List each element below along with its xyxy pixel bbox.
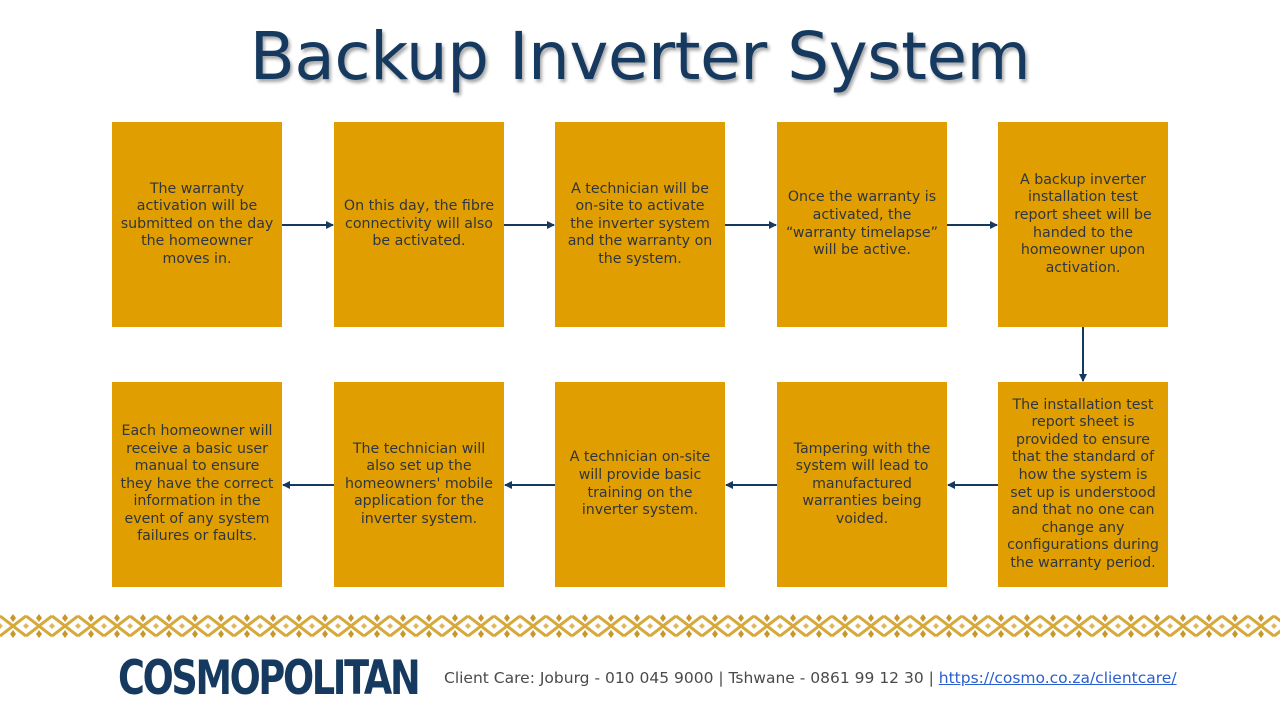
slide-title: Backup Inverter System <box>249 18 1031 95</box>
step-text-8: A technician on-site will provide basic … <box>569 449 711 519</box>
step-box-3: A technician will be on-site to activate… <box>555 122 725 327</box>
step-text-6: The installation test report sheet is pr… <box>1007 396 1159 571</box>
step-box-5: A backup inverter installation test repo… <box>998 122 1168 327</box>
client-care-numbers: Joburg - 010 045 9000 | Tshwane - 0861 9… <box>539 669 934 687</box>
step-box-7: Tampering with the system will lead to m… <box>777 382 947 587</box>
step-box-6: The installation test report sheet is pr… <box>998 382 1168 587</box>
step-box-1: The warranty activation will be submitte… <box>112 122 282 327</box>
step-text-4: Once the warranty is activated, the “war… <box>786 189 938 259</box>
footer-contacts: Client Care: Joburg - 010 045 9000 | Tsh… <box>444 667 1177 689</box>
step-text-7: Tampering with the system will lead to m… <box>793 440 931 527</box>
step-box-9: The technician will also set up the home… <box>334 382 504 587</box>
step-text-10: Each homeowner will receive a basic user… <box>120 422 274 545</box>
step-text-3: A technician will be on-site to activate… <box>567 180 713 267</box>
step-box-10: Each homeowner will receive a basic user… <box>112 382 282 587</box>
client-care-link[interactable]: https://cosmo.co.za/clientcare/ <box>938 669 1177 687</box>
step-box-2: On this day, the fibre connectivity will… <box>334 122 504 327</box>
step-text-5: A backup inverter installation test repo… <box>1014 171 1152 276</box>
step-text-9: The technician will also set up the home… <box>345 440 493 527</box>
decorative-pattern-band <box>0 612 1280 640</box>
step-box-4: Once the warranty is activated, the “war… <box>777 122 947 327</box>
step-text-2: On this day, the fibre connectivity will… <box>343 198 495 250</box>
step-box-8: A technician on-site will provide basic … <box>555 382 725 587</box>
cosmopolitan-logo: COSMOPOLITAN <box>118 651 421 706</box>
step-text-1: The warranty activation will be submitte… <box>120 180 274 267</box>
client-care-label: Client Care: <box>444 669 535 687</box>
